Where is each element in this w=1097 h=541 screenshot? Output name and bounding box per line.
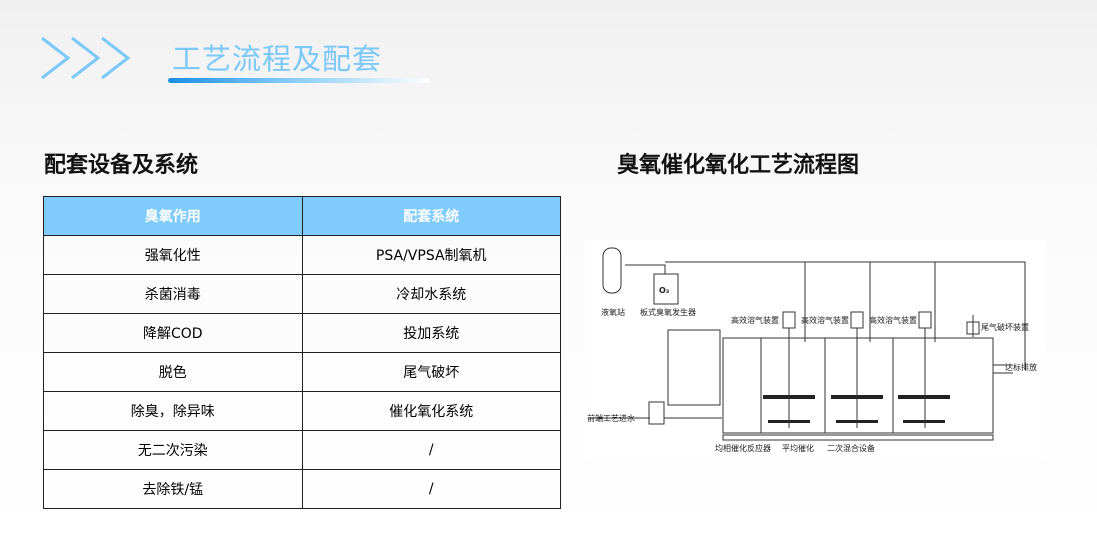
process-flow-diagram: O₃ 液氧站 板式臭氧发生器 高效溶气装置 高效溶气装置 高效溶气装置 尾气破坏… — [585, 240, 1046, 460]
table-row: 无二次污染/ — [43, 430, 561, 470]
table-cell: 催化氧化系统 — [301, 391, 561, 431]
table-row: 杀菌消毒冷却水系统 — [43, 274, 561, 314]
label-dissolver: 高效溶气装置 — [801, 315, 849, 325]
table-cell: 尾气破坏 — [301, 352, 561, 392]
label-station: 液氧站 — [601, 307, 625, 317]
o3-label: O₃ — [659, 286, 670, 295]
table-cell: 冷却水系统 — [301, 274, 561, 314]
label-generator: 板式臭氧发生器 — [640, 307, 696, 317]
table-row: 去除铁/锰/ — [43, 469, 561, 509]
title-underline — [168, 78, 430, 83]
table-cell: 脱色 — [43, 352, 303, 392]
left-heading: 配套设备及系统 — [44, 153, 199, 178]
table-cell: 强氧化性 — [43, 235, 303, 275]
label-mixer: 二次混合设备 — [827, 443, 875, 453]
table-cell: 去除铁/锰 — [43, 469, 303, 509]
table-cell: 无二次污染 — [43, 430, 303, 470]
table-cell: 降解COD — [43, 313, 303, 353]
table-row: 除臭，除异味催化氧化系统 — [43, 391, 561, 431]
chevrons-icon — [41, 36, 131, 80]
table-cell: 投加系统 — [301, 313, 561, 353]
label-inlet: 前端工艺进水 — [587, 413, 635, 423]
table-row: 脱色尾气破坏 — [43, 352, 561, 392]
table-cell: PSA/VPSA制氧机 — [301, 235, 561, 275]
page-title: 工艺流程及配套 — [172, 42, 383, 76]
label-discharge: 达标排放 — [1005, 362, 1037, 372]
label-reactor: 均相催化反应器 — [715, 443, 771, 453]
label-tail: 尾气破坏装置 — [981, 322, 1029, 332]
table-cell: / — [301, 430, 561, 470]
table-cell: 杀菌消毒 — [43, 274, 303, 314]
col-header: 臭氧作用 — [43, 196, 303, 236]
label-catalysis: 平均催化 — [782, 443, 814, 453]
label-dissolver: 高效溶气装置 — [869, 315, 917, 325]
table-cell: / — [301, 469, 561, 509]
right-heading: 臭氧催化氧化工艺流程图 — [617, 153, 860, 178]
col-header: 配套系统 — [301, 196, 561, 236]
table-cell: 除臭，除异味 — [43, 391, 303, 431]
label-dissolver: 高效溶气装置 — [731, 315, 779, 325]
